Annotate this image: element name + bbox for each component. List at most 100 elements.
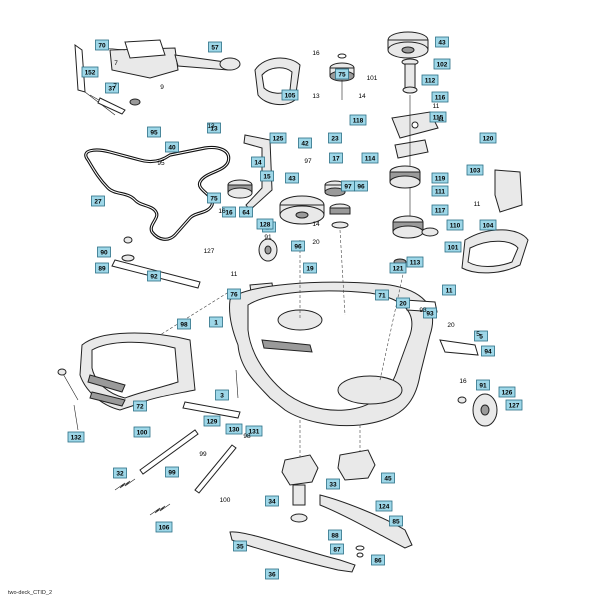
svg-text:3: 3 [220, 393, 224, 400]
callout-101: 101 [444, 241, 462, 253]
svg-text:102: 102 [437, 62, 448, 69]
svg-text:89: 89 [98, 266, 106, 273]
plain-label-16: 16 [312, 50, 320, 57]
callout-23: 23 [328, 132, 342, 144]
svg-text:75: 75 [338, 72, 346, 79]
callout-113: 113 [406, 256, 424, 268]
callout-20: 20 [396, 297, 410, 309]
plain-label-95: 95 [157, 160, 165, 167]
callout-43: 43 [435, 36, 449, 48]
svg-text:100: 100 [137, 430, 148, 437]
callout-70: 70 [95, 39, 109, 51]
callout-37: 37 [105, 82, 119, 94]
spindles-and-blades [229, 449, 413, 573]
svg-text:125: 125 [273, 136, 284, 143]
svg-text:90: 90 [100, 250, 108, 257]
drive-belt [84, 145, 231, 241]
callout-19: 19 [303, 262, 317, 274]
callout-111: 111 [431, 185, 449, 197]
callout-131: 131 [245, 425, 263, 437]
plain-label-101: 101 [367, 75, 378, 82]
svg-text:88: 88 [331, 533, 339, 540]
svg-text:130: 130 [229, 427, 240, 434]
svg-text:97: 97 [344, 184, 352, 191]
svg-text:37: 37 [108, 86, 116, 93]
callout-132: 132 [67, 431, 85, 443]
callout-11: 11 [442, 284, 456, 296]
callout-36: 36 [265, 568, 279, 580]
svg-text:15: 15 [263, 174, 271, 181]
svg-text:11: 11 [446, 288, 453, 295]
callout-114: 114 [361, 152, 379, 164]
svg-text:43: 43 [438, 40, 446, 47]
callout-15: 15 [260, 170, 274, 182]
callout-103: 103 [466, 164, 484, 176]
svg-text:117: 117 [435, 208, 446, 215]
svg-text:113: 113 [410, 260, 421, 267]
plain-label-16: 16 [218, 208, 226, 215]
callout-91: 91 [476, 379, 490, 391]
callout-17: 17 [329, 152, 343, 164]
callout-125: 125 [269, 132, 287, 144]
callout-16: 16 [222, 206, 236, 218]
plain-label-97: 97 [304, 158, 312, 165]
diagram-footer: two-deck_CTID_2 [8, 590, 52, 596]
plain-label-7: 7 [113, 83, 117, 90]
callout-87: 87 [330, 543, 344, 555]
svg-text:124: 124 [379, 504, 390, 511]
svg-text:116: 116 [435, 95, 446, 102]
svg-text:91: 91 [479, 383, 487, 390]
plain-label-13: 13 [207, 123, 215, 130]
callout-152: 152 [81, 66, 99, 78]
callout-76: 76 [227, 288, 241, 300]
callout-99: 99 [165, 466, 179, 478]
plain-label-5: 5 [476, 331, 480, 338]
callout-97: 97 [341, 180, 355, 192]
svg-text:105: 105 [285, 93, 296, 100]
callout-64: 64 [239, 206, 253, 218]
callout-13: 13 [207, 122, 221, 134]
callout-96: 96 [354, 180, 368, 192]
svg-text:128: 128 [260, 222, 271, 229]
plain-label-20: 20 [447, 322, 455, 329]
callout-105: 105 [281, 89, 299, 101]
svg-text:119: 119 [435, 176, 446, 183]
callout-45: 45 [381, 472, 395, 484]
callout-98: 98 [177, 318, 191, 330]
plain-label-127: 127 [204, 248, 215, 255]
plain-label-11: 11 [231, 271, 238, 278]
svg-text:104: 104 [483, 223, 494, 230]
svg-text:87: 87 [333, 547, 341, 554]
callout-110: 110 [446, 219, 464, 231]
callout-89: 89 [95, 262, 109, 274]
svg-text:106: 106 [159, 525, 170, 532]
plain-label-14: 14 [358, 93, 366, 100]
svg-text:86: 86 [374, 558, 382, 565]
svg-text:94: 94 [484, 349, 492, 356]
callout-5: 5 [474, 330, 488, 342]
svg-text:152: 152 [85, 70, 96, 77]
plain-label-98: 98 [243, 433, 251, 440]
plain-label-91: 91 [264, 234, 272, 241]
svg-text:120: 120 [483, 136, 494, 143]
callout-117: 117 [431, 204, 449, 216]
side-discharge-chute [57, 332, 196, 431]
svg-text:40: 40 [168, 145, 176, 152]
plain-label-11: 11 [438, 116, 445, 123]
callout-42: 42 [298, 137, 312, 149]
callout-106: 106 [155, 521, 173, 533]
callout-130: 130 [225, 423, 243, 435]
callout-40: 40 [165, 141, 179, 153]
callout-27: 27 [91, 195, 105, 207]
plain-label-16: 16 [459, 378, 467, 385]
right-pulley-stack [389, 165, 439, 266]
callout-88: 88 [328, 529, 342, 541]
svg-text:32: 32 [116, 471, 124, 478]
svg-text:20: 20 [399, 301, 407, 308]
svg-text:72: 72 [136, 404, 144, 411]
callout-119: 119 [431, 172, 449, 184]
svg-text:71: 71 [378, 293, 386, 300]
svg-text:103: 103 [470, 168, 481, 175]
svg-text:16: 16 [225, 210, 233, 217]
